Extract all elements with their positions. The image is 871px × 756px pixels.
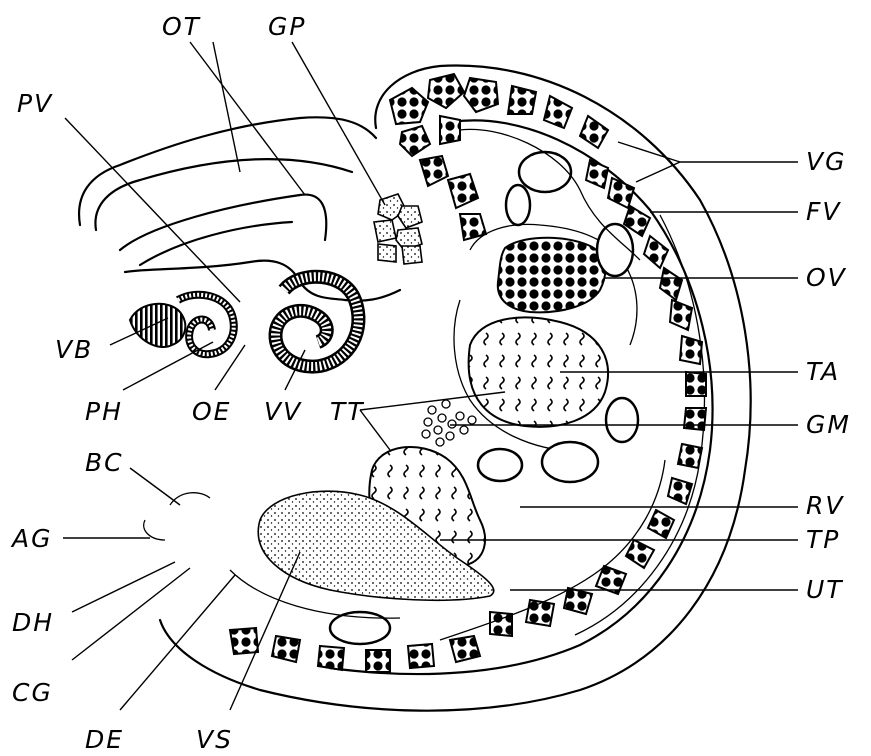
ventral-bulbs xyxy=(130,277,358,367)
label-ta: TA xyxy=(806,357,840,386)
label-de: DE xyxy=(85,725,124,754)
label-dh: DH xyxy=(12,608,54,637)
body-wall xyxy=(160,66,751,711)
label-tp: TP xyxy=(806,525,840,554)
label-ph: PH xyxy=(85,397,123,426)
label-pv: PV xyxy=(17,89,53,118)
label-fv: FV xyxy=(806,197,841,226)
label-vs: VS xyxy=(196,725,233,754)
label-rv: RV xyxy=(806,491,844,520)
label-ov: OV xyxy=(806,263,847,292)
gland-cluster xyxy=(374,194,422,264)
germarium xyxy=(422,400,476,446)
label-vg: VG xyxy=(806,147,846,176)
label-ut: UT xyxy=(806,575,844,604)
label-gp: GP xyxy=(268,12,306,41)
label-oe: OE xyxy=(192,397,231,426)
label-ag: AG xyxy=(10,524,52,553)
label-vb: VB xyxy=(55,335,93,364)
label-vv: VV xyxy=(264,397,302,426)
label-cg: CG xyxy=(12,678,53,707)
label-bc: BC xyxy=(85,448,124,477)
oral-tube xyxy=(79,117,400,300)
label-ot: OT xyxy=(162,12,201,41)
label-gm: GM xyxy=(806,410,851,439)
label-tt: TT xyxy=(330,397,365,426)
